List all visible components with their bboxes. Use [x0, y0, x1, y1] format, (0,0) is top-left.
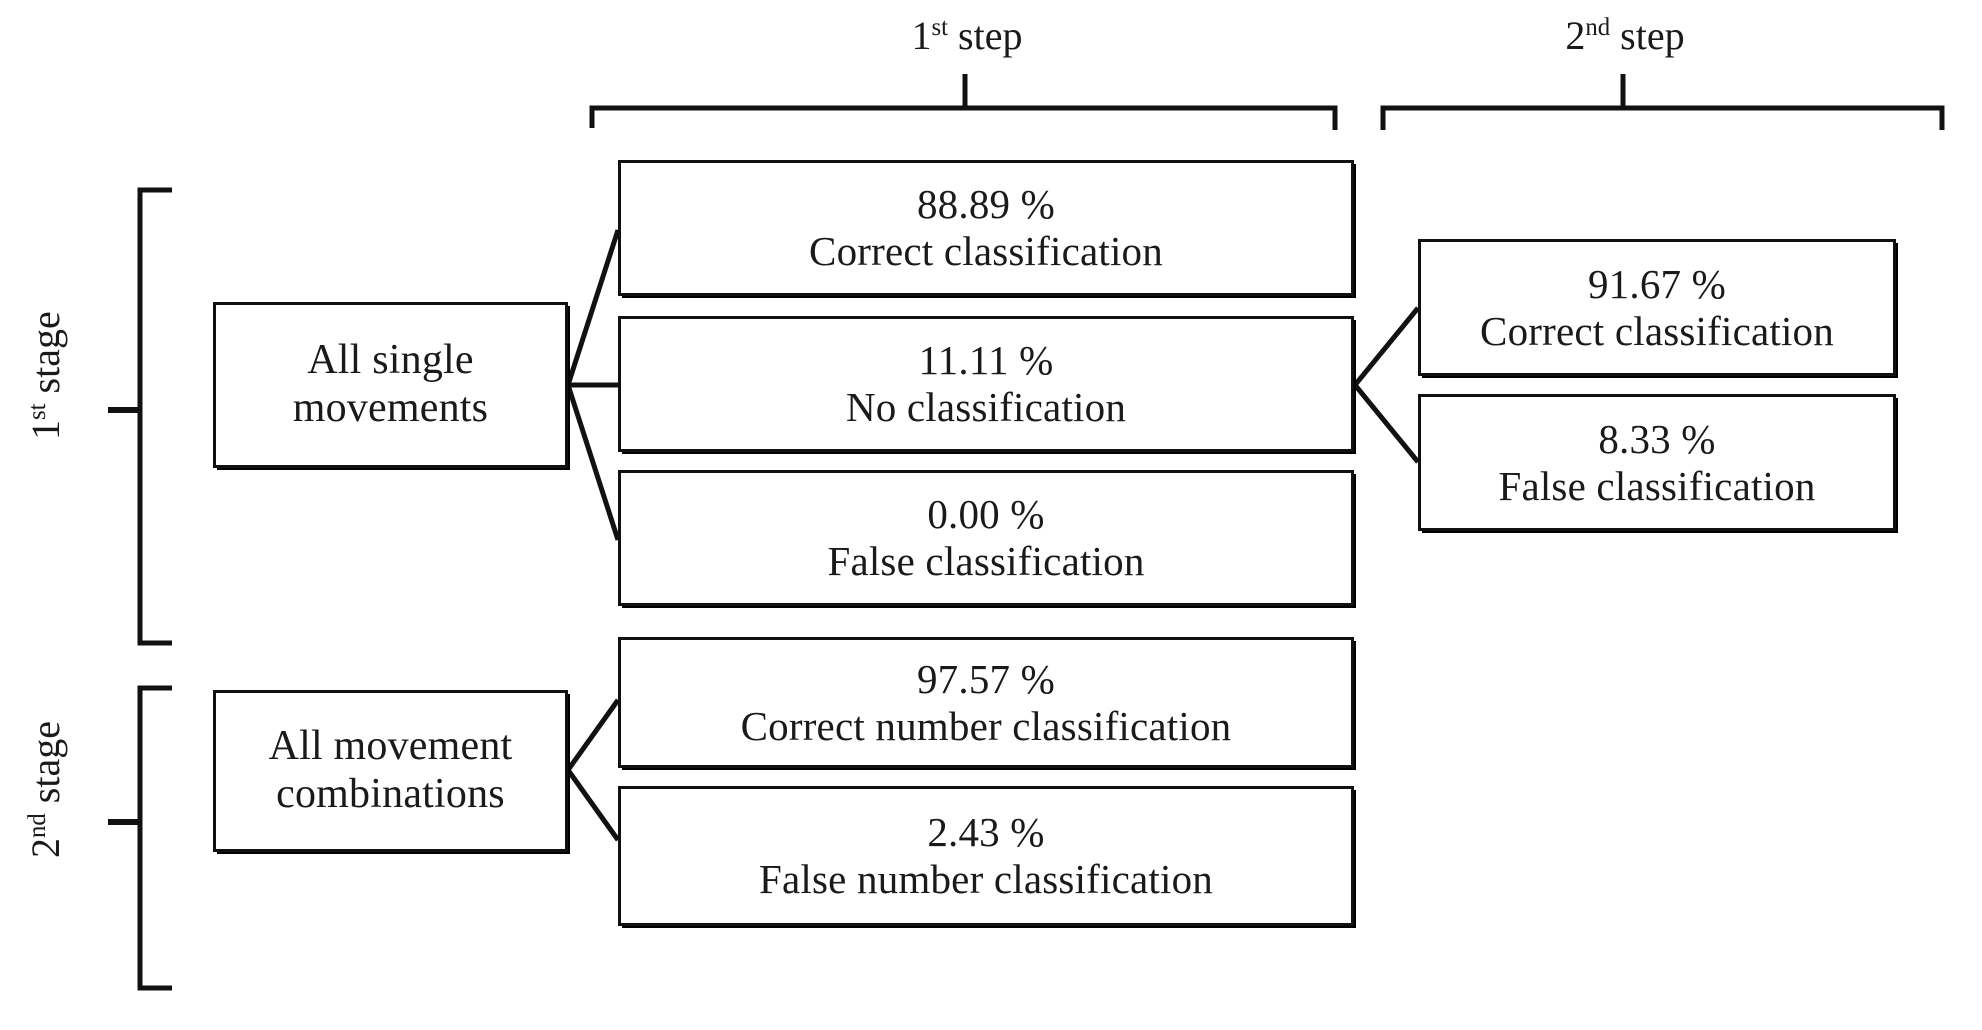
result-box-false-classification-0[interactable]: 0.00 % False classification [618, 470, 1354, 606]
stage-1-number: 1 [23, 420, 68, 440]
result-box-no-classification-11[interactable]: 11.11 % No classification [618, 316, 1354, 452]
result-box-false-number-classification-2[interactable]: 2.43 % False number classification [618, 786, 1354, 926]
step-2-word: step [1620, 13, 1685, 58]
result-label: False classification [1498, 462, 1816, 509]
source-line-2: movements [292, 385, 489, 431]
brace-step-2 [1380, 74, 1945, 130]
step-label-1: 1st step [822, 12, 1112, 59]
result-label: Correct number classification [740, 702, 1232, 749]
result-percent: 91.67 % [1587, 260, 1727, 307]
step-2-ordinal: nd [1585, 14, 1611, 42]
result-label: False classification [827, 538, 1145, 584]
connectors-movement-combinations [565, 698, 621, 842]
source-line-2: combinations [276, 771, 505, 817]
result-percent: 11.11 % [918, 337, 1054, 384]
connectors-single-movements [565, 229, 621, 541]
stage-1-ordinal: st [24, 403, 52, 420]
result-box-correct-classification-91[interactable]: 91.67 % Correct classification [1418, 239, 1896, 376]
result-label: No classification [845, 384, 1127, 430]
stage-2-word: stage [23, 721, 68, 804]
step-1-ordinal: st [931, 14, 949, 42]
result-label: Correct classification [809, 228, 1163, 274]
result-box-correct-number-classification-97[interactable]: 97.57 % Correct number classification [618, 637, 1354, 768]
step-1-word: step [958, 13, 1023, 58]
stage-label-1: 1st stage [22, 311, 69, 440]
result-box-false-classification-8[interactable]: 8.33 % False classification [1418, 394, 1896, 531]
source-line-1: All movement [268, 723, 513, 770]
source-box-all-single-movements[interactable]: All single movements [213, 302, 568, 468]
step-1-number: 1 [911, 13, 932, 58]
step-label-2: 2nd step [1480, 12, 1770, 59]
bracket-stage-1 [108, 187, 172, 646]
result-box-correct-classification-88[interactable]: 88.89 % Correct classification [618, 160, 1354, 296]
source-box-all-movement-combinations[interactable]: All movement combinations [213, 690, 568, 852]
step-2-number: 2 [1565, 13, 1586, 58]
result-label: False number classification [759, 856, 1213, 902]
connectors-no-classification [1353, 306, 1420, 464]
result-percent: 2.43 % [927, 809, 1045, 856]
result-percent: 0.00 % [927, 491, 1045, 538]
bracket-stage-2 [108, 685, 172, 991]
stage-2-ordinal: nd [24, 813, 52, 838]
stage-2-number: 2 [23, 838, 68, 858]
stage-label-2: 2nd stage [22, 721, 69, 858]
result-percent: 97.57 % [916, 655, 1056, 702]
stage-1-word: stage [23, 311, 68, 394]
result-label: Correct classification [1480, 307, 1834, 354]
result-percent: 8.33 % [1598, 415, 1716, 462]
brace-step-1 [589, 74, 1338, 130]
source-line-1: All single [307, 337, 474, 384]
result-percent: 88.89 % [916, 181, 1056, 228]
